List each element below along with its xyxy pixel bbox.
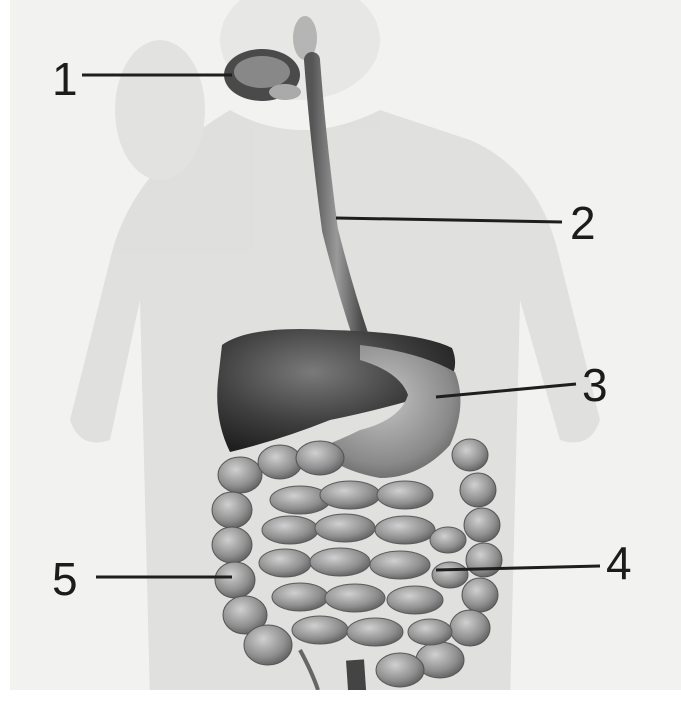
callout-label-5: 5 [52,556,78,602]
callout-label-3: 3 [582,362,608,408]
callout-label-4: 4 [606,540,632,586]
left-margin [0,0,10,704]
callout-label-1: 1 [52,56,78,102]
callout-label-2: 2 [570,200,596,246]
bottom-margin [0,690,681,704]
